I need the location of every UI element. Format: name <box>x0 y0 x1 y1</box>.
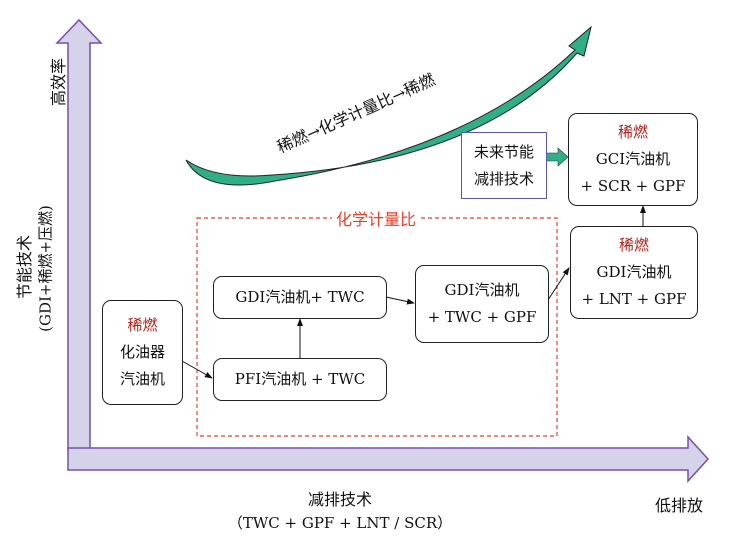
box-pfi: PFI汽油机 + TWC <box>213 358 387 401</box>
y-axis-label: 节能技术 <box>15 234 35 300</box>
future-arrow <box>545 147 569 167</box>
arrow-gdi-to-gdi-gpf <box>385 296 415 305</box>
arrow-carb-to-pfi <box>181 360 213 379</box>
x-axis-arrow <box>67 435 710 483</box>
box-gci-l3: + SCR + GPF <box>580 177 686 195</box>
box-future-l1: 未来节能 <box>473 142 534 161</box>
x-axis-label: 减排技术 <box>307 490 372 509</box>
box-gdi-twc: GDI汽油机+ TWC <box>213 276 387 319</box>
arrow-gdi-gpf-to-lean-gdi <box>547 267 570 301</box>
box-carb-l2: 化油器 <box>119 343 165 361</box>
box-carb-l3: 汽油机 <box>119 370 165 388</box>
box-future-tech: 未来节能 减排技术 <box>461 132 547 199</box>
box-gdi3-l2: GDI汽油机 <box>596 263 672 281</box>
x-axis-sublabel: （TWC + GPF + LNT / SCR） <box>227 514 453 532</box>
y-axis-top-label: 高效率 <box>49 57 69 107</box>
box-gci-l2: GCI汽油机 <box>595 150 671 168</box>
y-axis-arrow <box>55 18 103 451</box>
box-gdi1-l1: GDI汽油机+ TWC <box>235 288 365 306</box>
box-gdi2-l1: GDI汽油机 <box>444 281 520 299</box>
box-gdi2-l2: + TWC + GPF <box>427 308 537 326</box>
box-carburetor: 稀燃 化油器 汽油机 <box>102 300 183 405</box>
box-gci-lean: 稀燃 <box>617 123 648 141</box>
y-axis-sublabel: (GDI+稀燃+压燃) <box>36 205 55 332</box>
box-pfi-l1: PFI汽油机 + TWC <box>234 370 366 388</box>
box-lean-gdi: 稀燃 GDI汽油机 + LNT + GPF <box>570 226 698 319</box>
box-gdi3-lean: 稀燃 <box>618 236 649 254</box>
x-axis-right-label: 低排放 <box>655 496 704 515</box>
box-future-l2: 减排技术 <box>473 169 534 188</box>
box-gdi3-l3: + LNT + GPF <box>581 290 687 308</box>
stoichiometric-group-border <box>196 217 558 437</box>
box-carb-lean: 稀燃 <box>127 316 158 334</box>
stoichiometric-group-label: 化学计量比 <box>332 206 421 230</box>
trend-curve-arrow <box>185 25 592 186</box>
box-gdi-twc-gpf: GDI汽油机 + TWC + GPF <box>415 265 549 343</box>
box-gci: 稀燃 GCI汽油机 + SCR + GPF <box>568 113 698 206</box>
